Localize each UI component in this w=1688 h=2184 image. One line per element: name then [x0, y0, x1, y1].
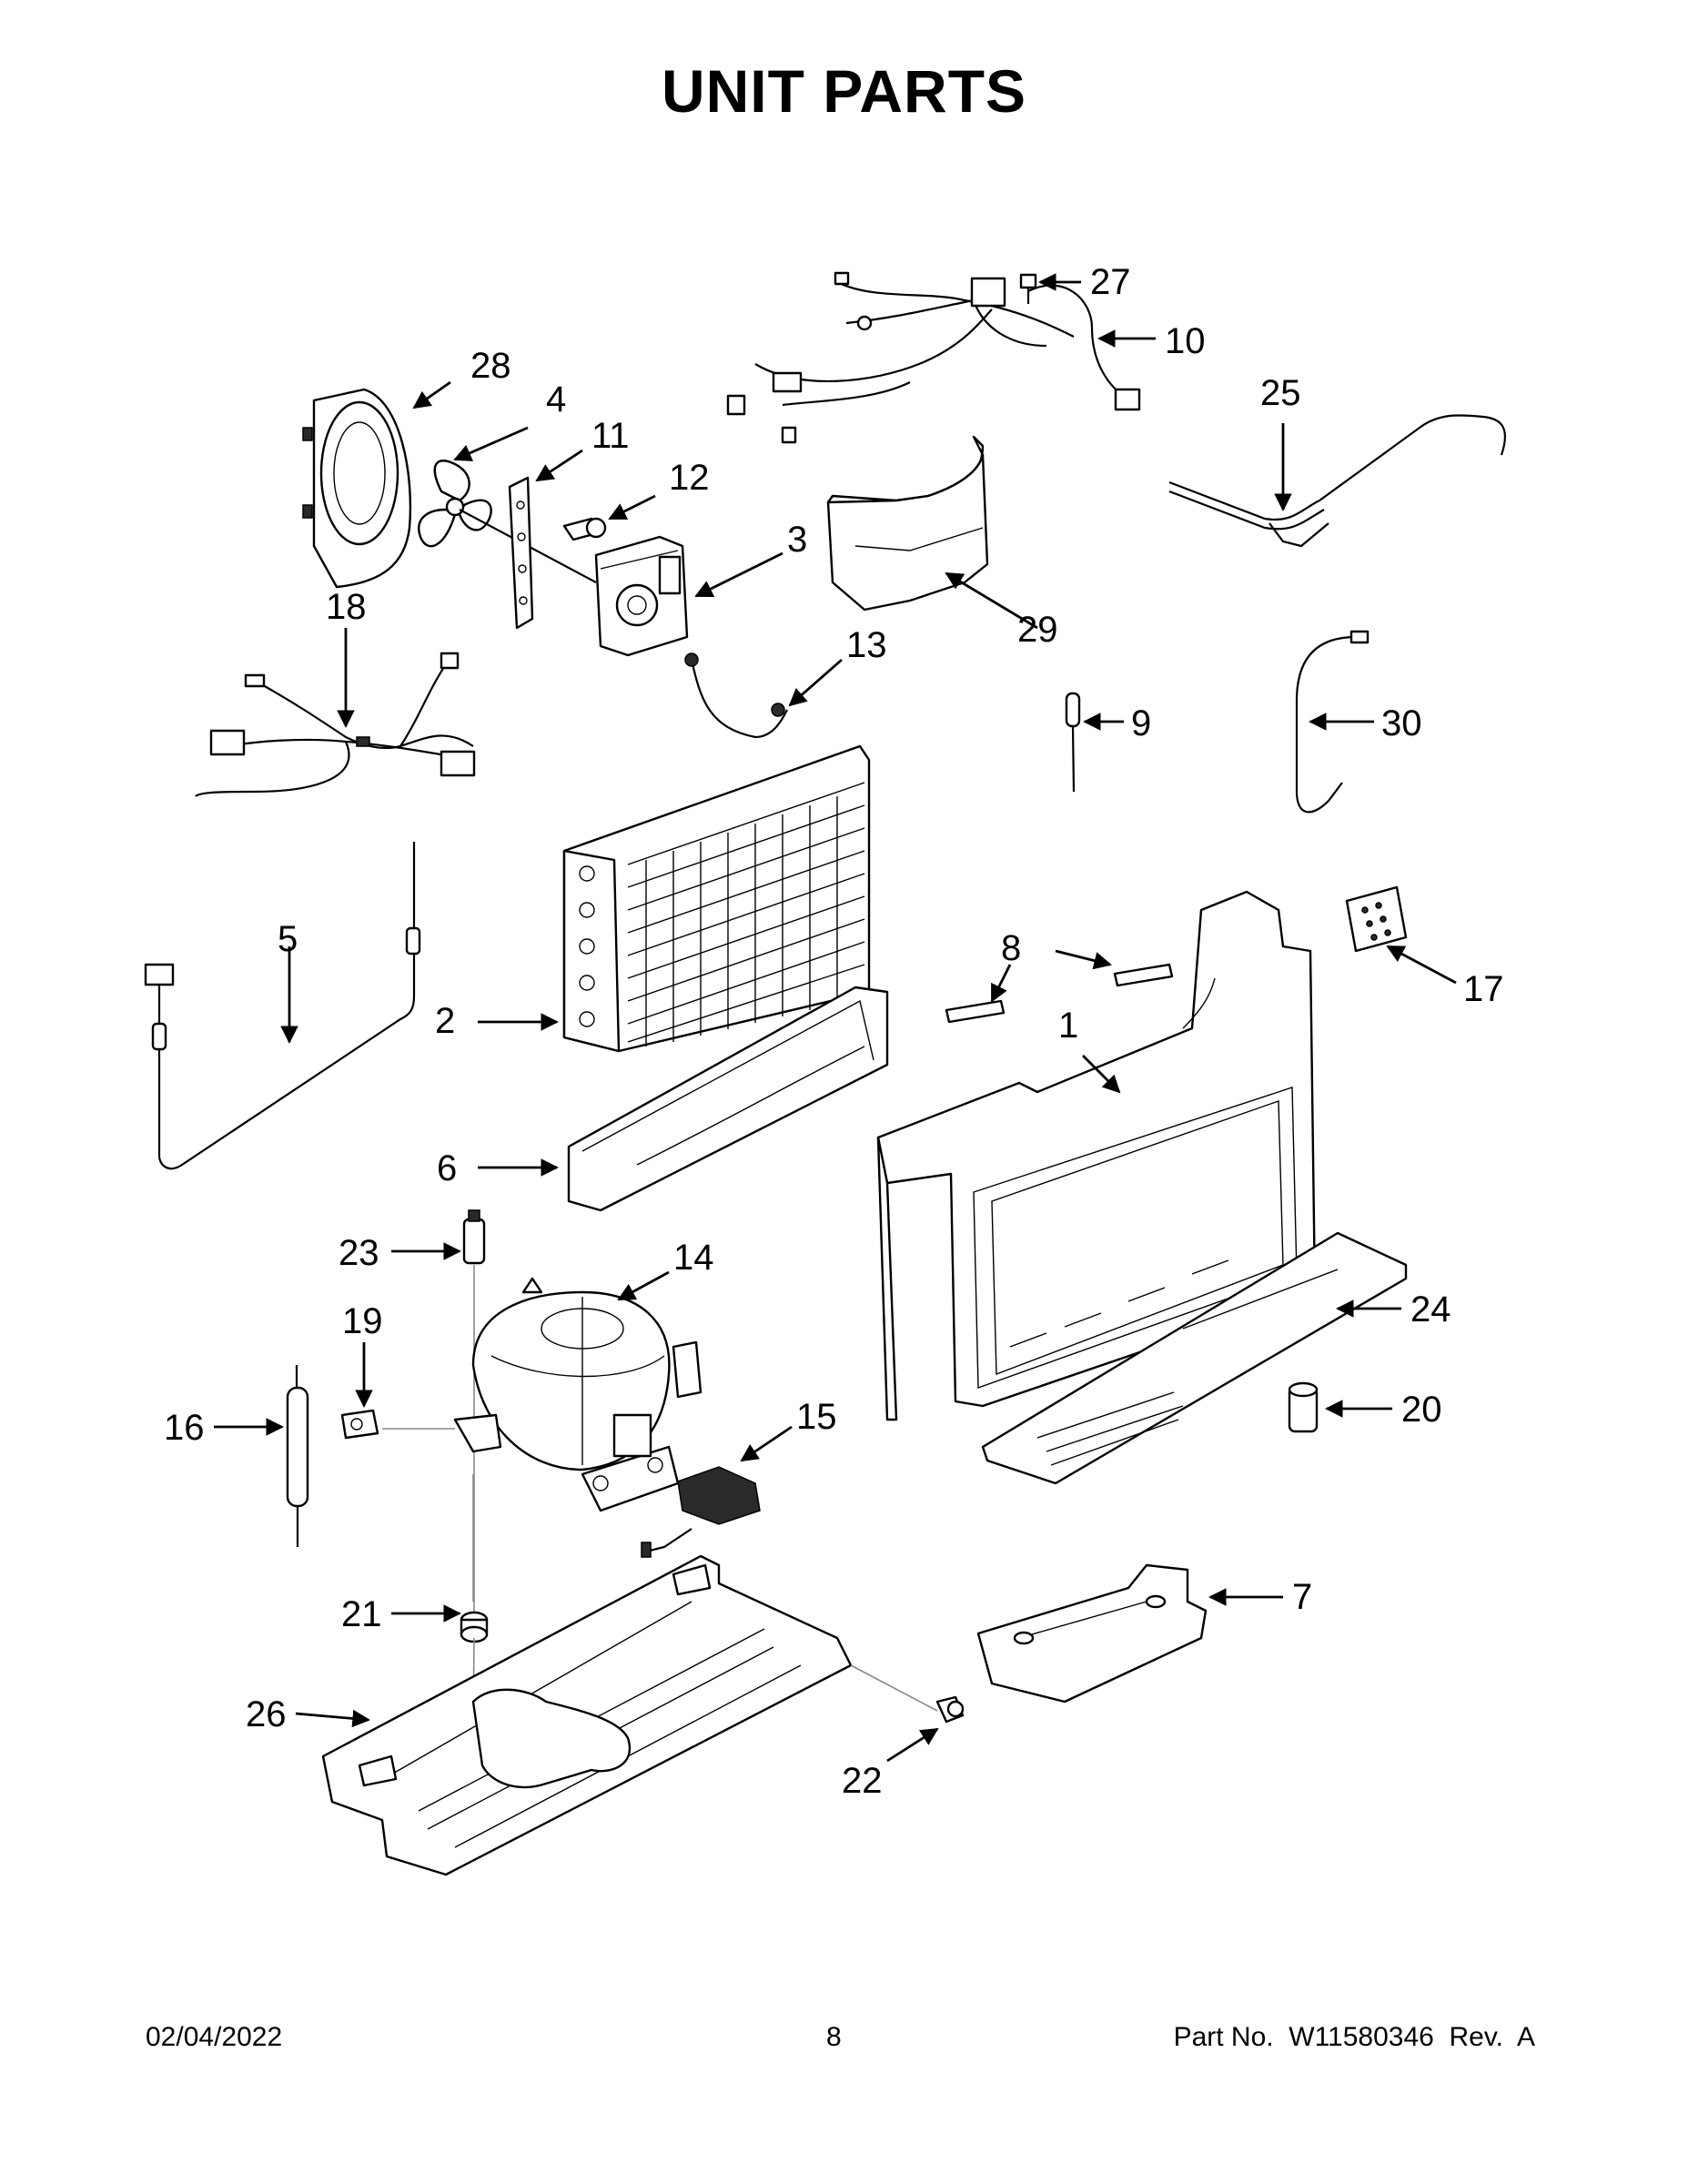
- leader-arrows: [214, 273, 1457, 1763]
- part-16-drier: [286, 1365, 309, 1547]
- callout-29: 29: [1017, 610, 1058, 650]
- part-24-drain-pan: [981, 1231, 1408, 1485]
- leader-arrows-left: [478, 1013, 559, 1031]
- part-10-wire-harness: [726, 271, 1141, 444]
- part-9-sensor: [1065, 692, 1081, 793]
- callout-9: 9: [1131, 703, 1151, 743]
- part-22-screw: [850, 1664, 965, 1724]
- callout-14: 14: [673, 1238, 714, 1278]
- callout-28: 28: [470, 346, 511, 386]
- part-13-wire: [684, 652, 788, 739]
- part-19-clip: [340, 1409, 379, 1440]
- footer-date: 02/04/2022: [146, 2022, 283, 2052]
- callout-27: 27: [1090, 262, 1131, 302]
- part-30-tube: [1295, 630, 1370, 814]
- callout-20: 20: [1401, 1390, 1442, 1430]
- part-6-drain-trough: [567, 986, 889, 1212]
- part-20-cylinder: [1288, 1381, 1319, 1433]
- part-8-gasket: [945, 963, 1174, 1024]
- part-7-cover: [976, 1563, 1208, 1704]
- part-11-bracket: [508, 476, 534, 630]
- callout-22: 22: [842, 1761, 883, 1801]
- part-14-compressor: [453, 1277, 702, 1512]
- callout-2: 2: [435, 1001, 455, 1041]
- callout-5: 5: [278, 919, 298, 959]
- callout-21: 21: [341, 1594, 382, 1634]
- callout-18: 18: [326, 587, 367, 627]
- part-17-plate: [1345, 885, 1408, 953]
- callout-30: 30: [1381, 703, 1422, 743]
- part-26-base-plate: [321, 1554, 853, 1876]
- part-28-fan-shroud: [302, 388, 412, 589]
- part-4-fan-blade: [418, 460, 597, 583]
- callout-25: 25: [1260, 373, 1301, 413]
- part-23-valve: [462, 1209, 486, 1620]
- part-2-evaporator: [562, 744, 871, 1053]
- callout-19: 19: [342, 1301, 383, 1341]
- callout-26: 26: [246, 1694, 287, 1734]
- callout-17: 17: [1463, 969, 1504, 1009]
- callout-12: 12: [669, 458, 710, 498]
- callout-7: 7: [1292, 1577, 1312, 1617]
- callout-13: 13: [846, 625, 887, 665]
- part-12-screw: [562, 517, 607, 541]
- callout-3: 3: [787, 520, 807, 560]
- footer-page-number: 8: [826, 2022, 842, 2052]
- part-21-grommet: [460, 1611, 489, 1730]
- callout-10: 10: [1165, 321, 1206, 361]
- part-29-duct-cover: [826, 435, 989, 612]
- part-27-screw: [1019, 273, 1037, 304]
- callout-6: 6: [437, 1148, 457, 1188]
- footer-part-number: Part No. W11580346 Rev. A: [1173, 2022, 1535, 2052]
- callout-labels: 1 2 3 4 5 6 7 8 9 10 11 12 13 14 15 16 1…: [164, 262, 1504, 1801]
- callout-4: 4: [546, 379, 566, 420]
- callout-11: 11: [591, 416, 630, 456]
- callout-16: 16: [164, 1408, 205, 1448]
- guide-lines: [382, 1428, 474, 1602]
- callout-23: 23: [339, 1233, 379, 1273]
- part-5-tube: [144, 842, 421, 1170]
- part-3-fan-motor: [594, 535, 689, 657]
- callout-8: 8: [1001, 928, 1021, 968]
- callout-24: 24: [1410, 1289, 1451, 1330]
- part-1-condenser: [876, 890, 1317, 1421]
- part-18-wire-harness: [195, 652, 476, 797]
- callout-15: 15: [796, 1397, 837, 1437]
- callout-1: 1: [1058, 1006, 1078, 1046]
- part-25-heater: [1168, 414, 1506, 548]
- page-title: UNIT PARTS: [661, 57, 1027, 125]
- part-15-relay: [641, 1466, 761, 1558]
